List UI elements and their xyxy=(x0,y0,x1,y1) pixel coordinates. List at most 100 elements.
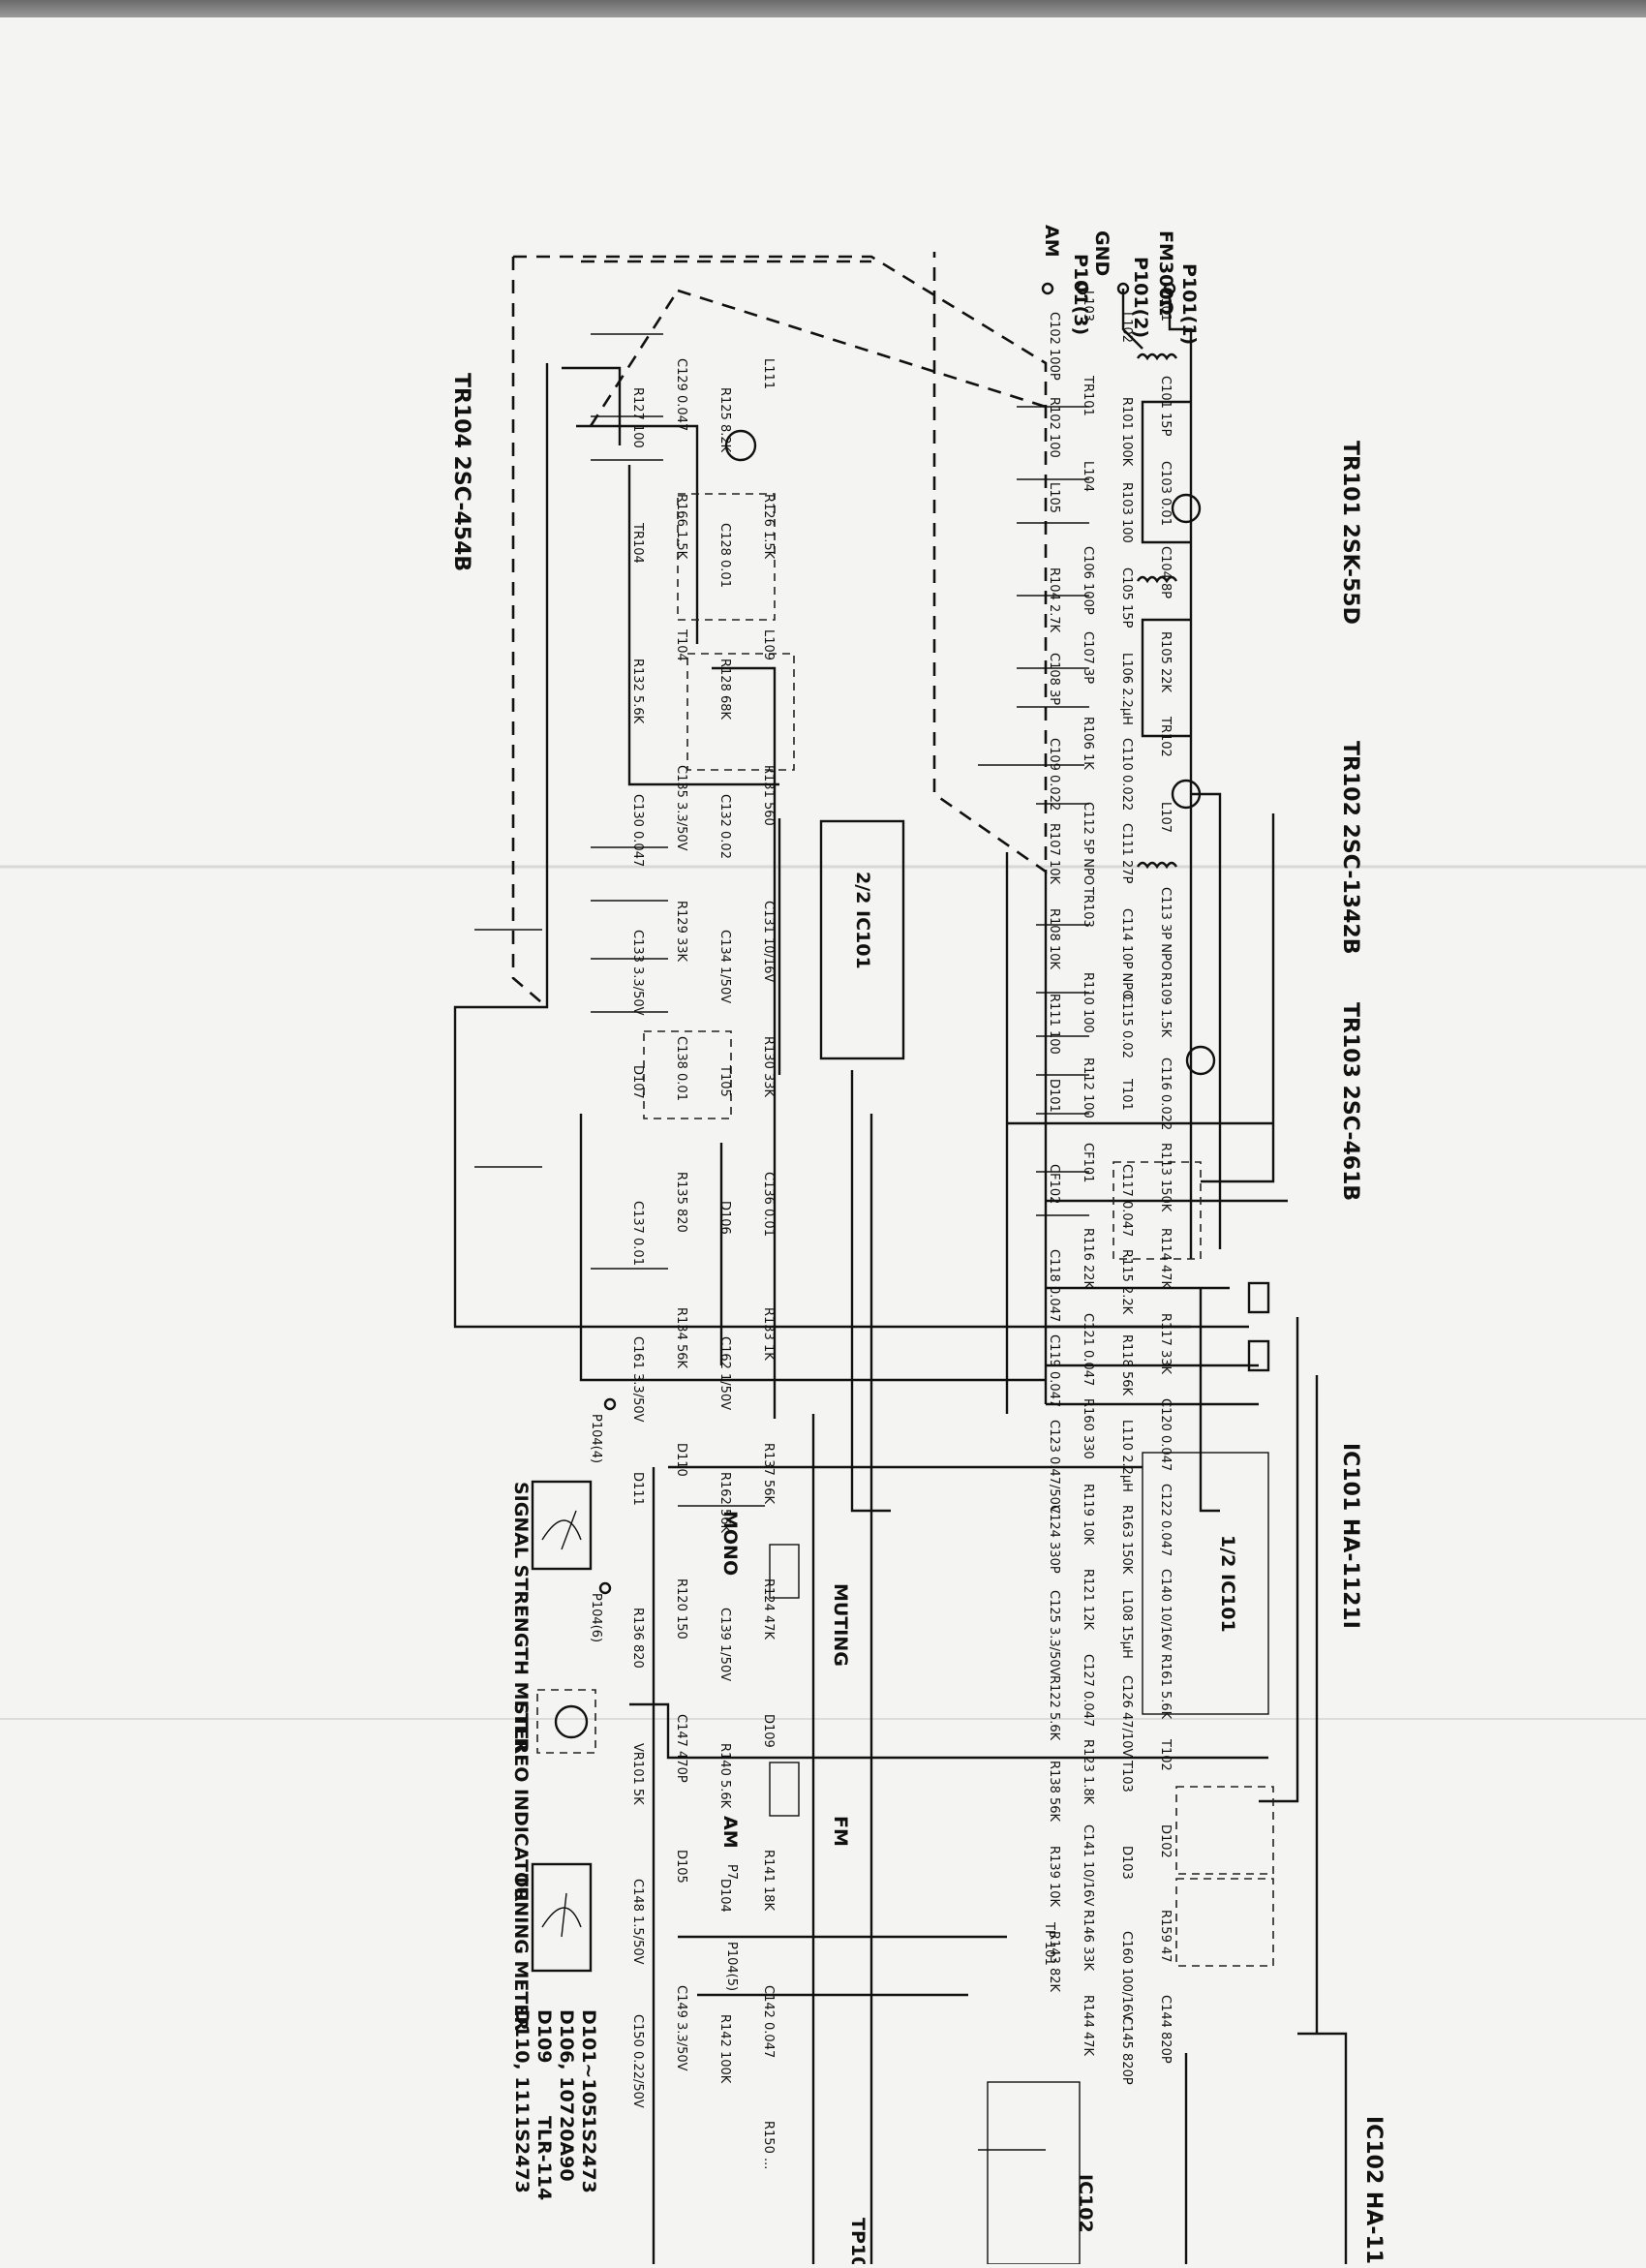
p101-1-label: P101(1) xyxy=(1178,263,1200,345)
ic101-half2-label: 2/2 IC101 xyxy=(852,872,873,969)
muting-label: MUTING xyxy=(830,1583,851,1667)
component-label: C129 0.047 xyxy=(674,358,688,431)
component-label: C137 0.01 xyxy=(630,1201,645,1266)
component-label: C141 10/16V xyxy=(1081,1824,1095,1906)
component-label: TR101 xyxy=(1081,375,1095,416)
diode-legend-ref: D101~105 xyxy=(578,2009,599,2117)
component-label: D110 xyxy=(674,1443,688,1477)
tr104-symbol xyxy=(724,429,757,462)
component-label: C138 0.01 xyxy=(674,1036,688,1101)
component-label: R110 100 xyxy=(1081,972,1095,1033)
component-label: C106 100P xyxy=(1081,546,1095,615)
tuning-meter-box xyxy=(531,1862,593,1973)
component-label: R136 820 xyxy=(630,1608,645,1669)
diode-legend-part: 1S2473 xyxy=(578,2116,599,2193)
component-label: C142 0.047 xyxy=(761,1985,776,2058)
component-label: R131 560 xyxy=(761,765,776,826)
component-label: R101 100K xyxy=(1119,397,1134,467)
component-label: R108 10K xyxy=(1047,908,1061,970)
t105-can xyxy=(643,1030,732,1119)
component-label: R120 150 xyxy=(674,1578,688,1640)
component-label: R137 56K xyxy=(761,1443,776,1505)
muting-switch xyxy=(769,1544,800,1599)
coil-l103 xyxy=(1136,352,1178,361)
component-label: R102 100 xyxy=(1047,397,1061,458)
component-label: R123 1.8K xyxy=(1081,1739,1095,1805)
component-label: C124 330P xyxy=(1047,1505,1061,1574)
component-label: R150 ... xyxy=(761,2121,776,2169)
component-label: R109 1.5K xyxy=(1158,972,1173,1038)
am-section xyxy=(453,333,1268,2264)
component-label: C126 47/10V xyxy=(1119,1675,1134,1757)
component-label: R140 5.6K xyxy=(717,1743,732,1809)
terminal-circle xyxy=(603,1397,617,1411)
antenna-terminals: P101(1) FM300Ω P101(2) GND P101(3) AM xyxy=(1041,225,1200,345)
tr101-symbol xyxy=(1171,493,1202,524)
component-label: T103 xyxy=(1119,1760,1134,1793)
component-label: C148 1.5/50V xyxy=(630,1879,645,1965)
component-label: C133 3.3/50V xyxy=(630,930,645,1016)
component-label: R130 33K xyxy=(761,1036,776,1098)
component-label: R111 100 xyxy=(1047,994,1061,1055)
component-label: C103 0.01 xyxy=(1158,461,1173,526)
component-label: TR104 xyxy=(630,522,645,564)
component-label: L101 xyxy=(1158,291,1173,322)
scanner-edge xyxy=(0,0,1646,17)
terminal-circle xyxy=(598,1581,612,1595)
component-label: C112 5P NPO xyxy=(1081,802,1095,885)
tuning-meter-needle xyxy=(561,1892,567,1938)
tr104-heading: TR104 2SC-454B xyxy=(449,373,473,571)
tuning-meter-label: TUNING METER xyxy=(510,1874,532,2031)
ic101-half1-label: 1/2 IC101 xyxy=(1217,1535,1238,1633)
component-label: C131 10/16V xyxy=(761,901,776,982)
component-label: C162 1/50V xyxy=(717,1336,732,1410)
component-label: C107 3P xyxy=(1081,631,1095,684)
component-label: L102 xyxy=(1119,312,1134,343)
tr101-heading: TR101 2SK-55D xyxy=(1338,441,1362,625)
l109-can xyxy=(677,493,776,621)
front-panel: SIGNAL STRENGTH METER P104(4) P104(6) MU… xyxy=(510,1397,851,2031)
component-label: R116 22K xyxy=(1081,1228,1095,1290)
component-label: D106 xyxy=(717,1201,732,1235)
component-label: R142 100K xyxy=(717,2014,732,2084)
component-label: C160 100/16V xyxy=(1119,1931,1134,2021)
component-label: C118 0.047 xyxy=(1047,1249,1061,1322)
component-label: R166 1.5K xyxy=(674,494,688,560)
component-label: D107 xyxy=(630,1065,645,1099)
component-label: R143 82K xyxy=(1047,1931,1061,1993)
component-label: R138 56K xyxy=(1047,1761,1061,1823)
component-label: R160 330 xyxy=(1081,1398,1095,1459)
p7-label: P7 xyxy=(724,1864,739,1880)
ic102-body xyxy=(987,2081,1081,2265)
tp102-label: TP102 xyxy=(847,2218,869,2264)
cf101-symbol xyxy=(1247,1281,1270,1314)
component-label: R141 18K xyxy=(761,1850,776,1912)
component-label: R134 56K xyxy=(674,1307,688,1369)
component-label: R122 5.6K xyxy=(1047,1675,1061,1741)
component-label: C113 3P NPO xyxy=(1158,887,1173,970)
component-label: D105 xyxy=(674,1850,688,1884)
component-label: C108 3P xyxy=(1047,653,1061,705)
component-label: T104 xyxy=(674,628,688,661)
component-label: C101 15P xyxy=(1158,376,1173,437)
component-label: C150 0.22/50V xyxy=(630,2014,645,2108)
component-label: R105 22K xyxy=(1158,631,1173,693)
diode-legend-ref: D110, 111 xyxy=(511,2009,533,2115)
component-label: R119 10K xyxy=(1081,1484,1095,1546)
component-label: C116 0.022 xyxy=(1158,1057,1173,1130)
component-label: L110 2.2μH xyxy=(1119,1420,1134,1492)
tuning-meter-scale xyxy=(541,1907,582,1928)
component-label: C140 10/16V xyxy=(1158,1569,1173,1650)
stereo-led-symbol xyxy=(554,1704,589,1739)
component-label: L105 xyxy=(1047,482,1061,513)
component-label: R162 56K xyxy=(717,1472,732,1534)
component-label: VR101 5K xyxy=(630,1743,645,1805)
stereo-indicator-label: STEREO INDICATOR xyxy=(510,1701,532,1902)
gang-outline xyxy=(511,252,1048,1008)
component-label: R128 68K xyxy=(717,659,732,720)
tr103-symbol xyxy=(1185,1045,1216,1076)
ic101-heading: IC101 HA-1121I xyxy=(1338,1443,1362,1629)
